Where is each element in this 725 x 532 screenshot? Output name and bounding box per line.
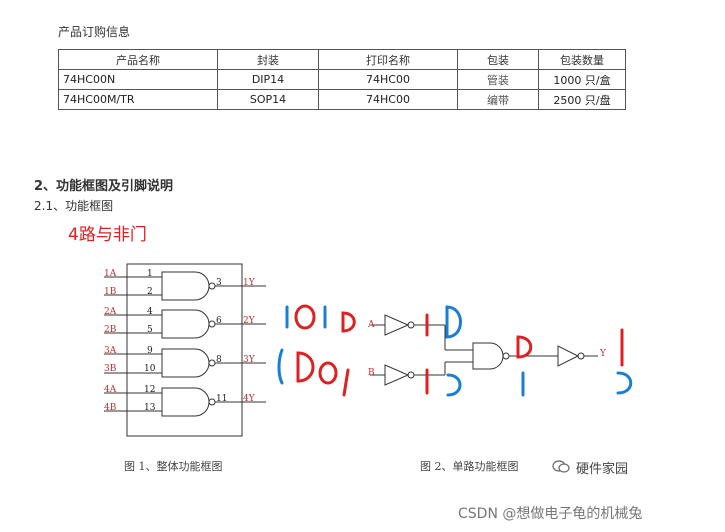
output-y-label: Y (600, 349, 606, 359)
single-gate-diagram (370, 314, 598, 386)
pin-label-1A: 1A (104, 269, 117, 279)
pin-number: 12 (144, 385, 156, 395)
cell-qty: 2500 只/盘 (538, 89, 626, 110)
pin-number: 1 (147, 269, 153, 279)
handwritten-annotations (277, 304, 633, 397)
pin-number: 3 (216, 278, 222, 288)
col-print-name: 打印名称 (318, 49, 458, 70)
pin-number: 10 (144, 364, 156, 374)
cell-product: 74HC00N (58, 69, 218, 90)
pin-label-4B: 4B (104, 403, 117, 413)
pin-number: 11 (216, 394, 228, 404)
pin-number: 2 (147, 287, 153, 297)
cell-package: SOP14 (217, 89, 319, 110)
chip-block-diagram (104, 263, 266, 437)
input-a-label: A (368, 320, 375, 330)
cell-package: DIP14 (217, 69, 319, 90)
pin-label-2B: 2B (104, 325, 117, 335)
cell-product: 74HC00M/TR (58, 89, 218, 110)
section-heading: 2、功能框图及引脚说明 (34, 179, 174, 194)
pin-number: 6 (216, 316, 222, 326)
figure1-caption: 图 1、整体功能框图 (124, 460, 223, 473)
table-header-row: 产品名称 封装 打印名称 包装 包装数量 (58, 49, 626, 70)
figure2-caption: 图 2、单路功能框图 (420, 460, 519, 473)
csdn-watermark: CSDN @想做电子龟的机械兔 (458, 506, 643, 522)
brand-name: 硬件家园 (576, 462, 629, 477)
pin-number: 4 (147, 307, 153, 317)
pin-label-3Y: 3Y (243, 355, 255, 365)
col-package: 封装 (217, 49, 319, 70)
subsection-heading: 2.1、功能框图 (34, 199, 114, 213)
cell-print: 74HC00 (318, 69, 458, 90)
cell-packing: 管装 (457, 69, 539, 90)
pin-number: 13 (144, 403, 156, 413)
pin-label-4A: 4A (104, 385, 117, 395)
pin-label-3B: 3B (104, 364, 117, 374)
handwritten-note: 4路与非门 (68, 225, 147, 245)
order-table: 产品名称 封装 打印名称 包装 包装数量 74HC00N DIP14 74HC0… (58, 49, 626, 110)
pin-number: 8 (216, 355, 222, 365)
col-packing: 包装 (457, 49, 539, 70)
pin-label-2Y: 2Y (243, 316, 255, 326)
table-row: 74HC00M/TR SOP14 74HC00 编带 2500 只/盘 (58, 89, 626, 110)
pin-label-4Y: 4Y (243, 394, 255, 404)
col-quantity: 包装数量 (538, 49, 626, 70)
pin-label-1B: 1B (104, 287, 117, 297)
pin-number: 5 (147, 325, 153, 335)
pin-label-2A: 2A (104, 307, 117, 317)
cell-packing: 编带 (457, 89, 539, 110)
cell-qty: 1000 只/盒 (538, 69, 626, 90)
cell-print: 74HC00 (318, 89, 458, 110)
pin-number: 9 (147, 346, 153, 356)
table-row: 74HC00N DIP14 74HC00 管装 1000 只/盒 (58, 69, 626, 90)
pin-label-1Y: 1Y (243, 278, 255, 288)
pin-label-3A: 3A (104, 346, 117, 356)
wechat-icon (552, 458, 570, 473)
input-b-label: B (368, 368, 375, 378)
order-info-title: 产品订购信息 (58, 25, 131, 39)
col-product-name: 产品名称 (58, 49, 218, 70)
